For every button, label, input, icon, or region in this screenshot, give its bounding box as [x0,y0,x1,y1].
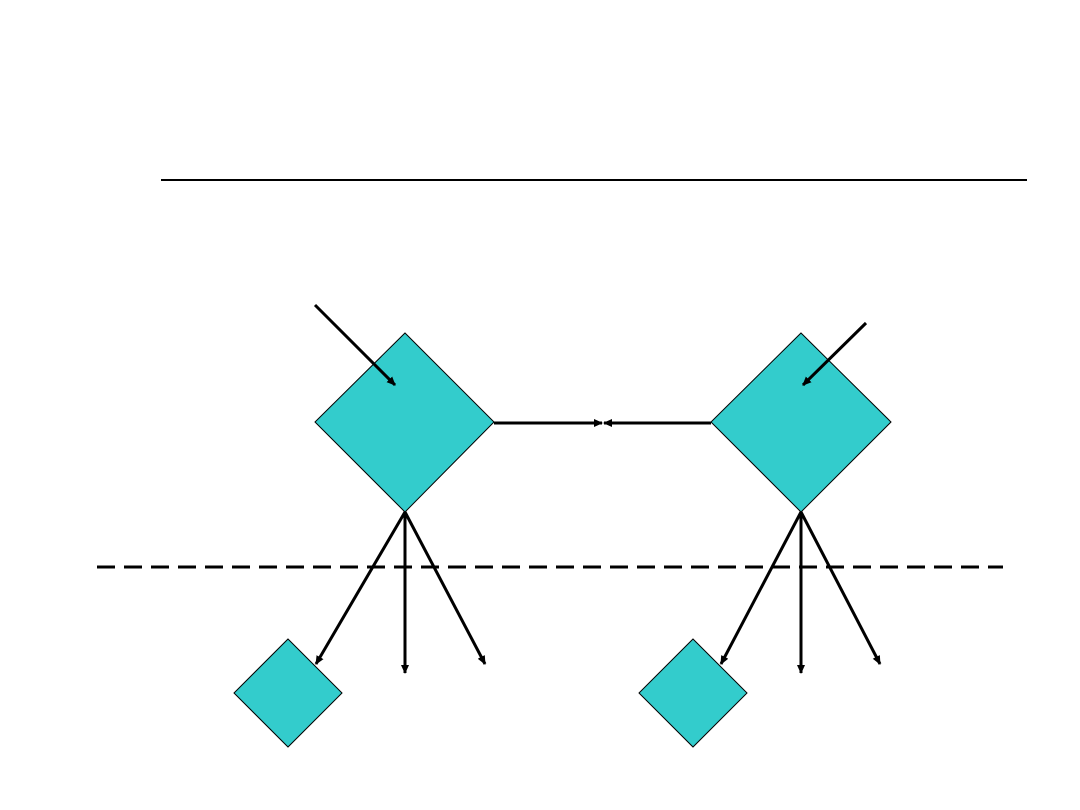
left-large-diamond [314,332,495,513]
right-small-diamond [638,638,748,748]
arrow-incoming-right [801,321,868,387]
left-small-diamond [233,638,343,748]
arrow-left-to-small-diamond [314,511,407,665]
arrow-right-down-right [799,511,882,665]
arrow-left-down-right [403,511,487,665]
right-large-diamond [710,332,892,513]
arrow-right-to-small-diamond [719,511,803,665]
arrow-incoming-left [313,303,397,387]
